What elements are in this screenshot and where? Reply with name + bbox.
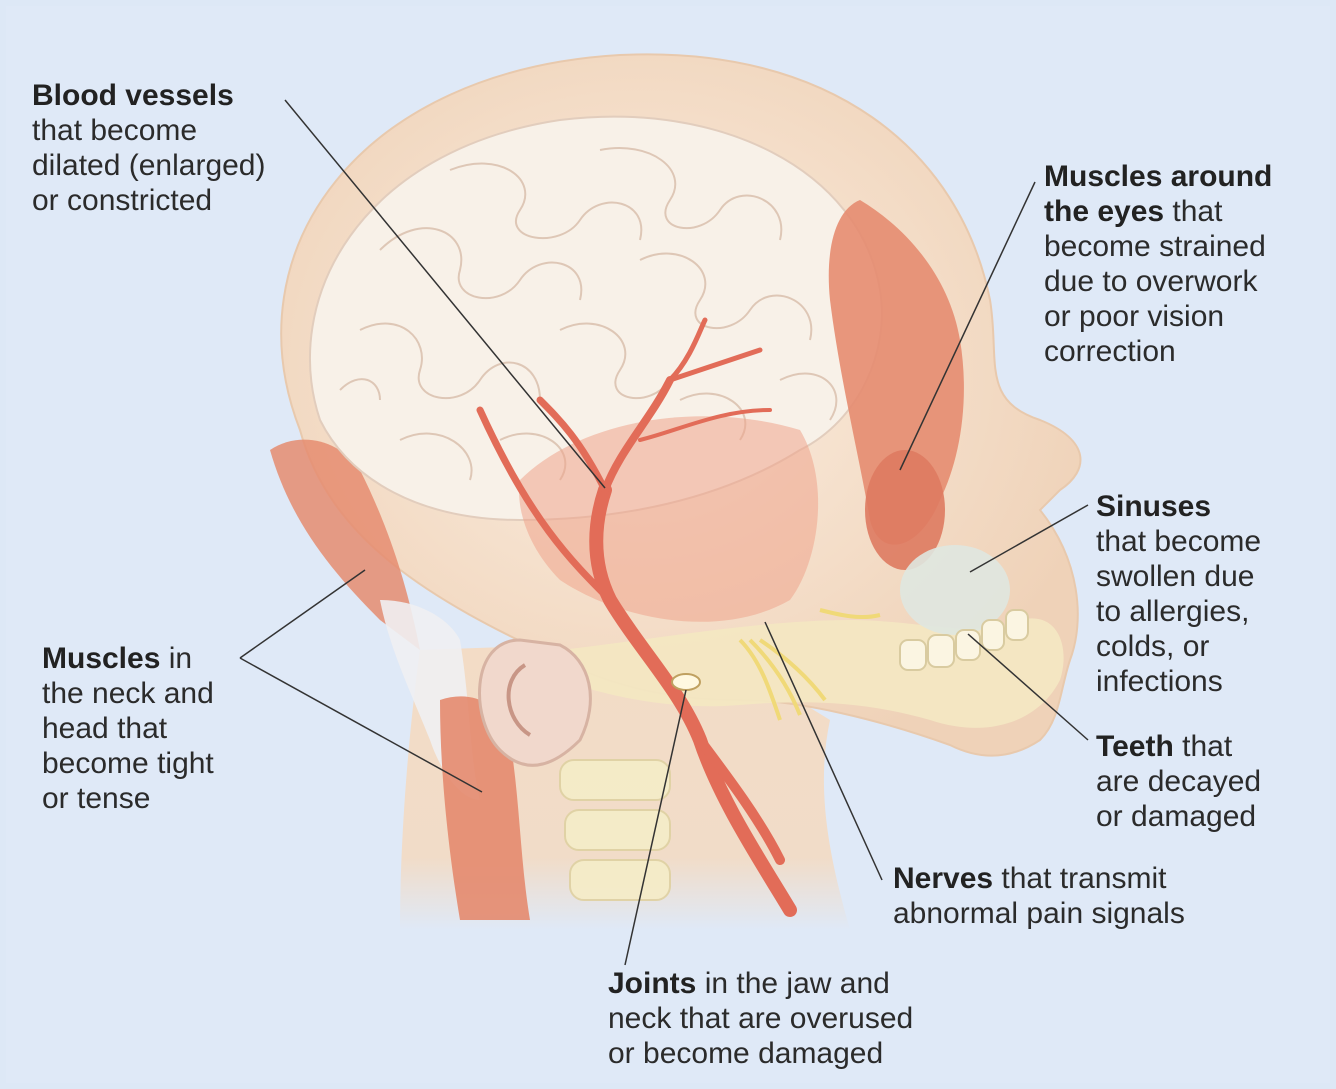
label-joints-title: Joints bbox=[608, 967, 696, 1000]
label-line: colds, or bbox=[1096, 630, 1209, 663]
label-line: abnormal pain signals bbox=[893, 897, 1185, 930]
label-line: or damaged bbox=[1096, 800, 1256, 833]
label-line: the neck and bbox=[42, 677, 214, 710]
label-teeth-title: Teeth bbox=[1096, 730, 1174, 763]
label-line: or become damaged bbox=[608, 1037, 883, 1070]
label-line: swollen due bbox=[1096, 560, 1254, 593]
label-line: that bbox=[1164, 195, 1222, 228]
label-line: dilated (enlarged) bbox=[32, 149, 265, 182]
ear bbox=[480, 640, 591, 765]
label-line: or constricted bbox=[32, 184, 212, 217]
label-line: that transmit bbox=[993, 862, 1166, 895]
cervical-spine bbox=[560, 760, 670, 900]
label-neck-muscles-title: Muscles bbox=[42, 642, 160, 675]
label-line: become strained bbox=[1044, 230, 1266, 263]
label-line: head that bbox=[42, 712, 167, 745]
label-blood-vessels-title: Blood vessels bbox=[32, 79, 234, 112]
label-neck-muscles: Muscles in the neck and head that become… bbox=[42, 641, 214, 816]
label-sinuses: Sinuses that become swollen due to aller… bbox=[1096, 489, 1261, 699]
label-line: that become bbox=[32, 114, 197, 147]
label-line: that bbox=[1174, 730, 1232, 763]
label-line: that become bbox=[1096, 525, 1261, 558]
label-sinuses-title: Sinuses bbox=[1096, 490, 1211, 523]
label-joints: Joints in the jaw and neck that are over… bbox=[608, 966, 913, 1071]
label-nerves-title: Nerves bbox=[893, 862, 993, 895]
label-blood-vessels: Blood vessels that become dilated (enlar… bbox=[32, 78, 265, 218]
label-eye-muscles-title-2: the eyes bbox=[1044, 195, 1164, 228]
label-line: due to overwork bbox=[1044, 265, 1257, 298]
label-nerves: Nerves that transmit abnormal pain signa… bbox=[893, 861, 1185, 931]
label-line: in the jaw and bbox=[696, 967, 889, 1000]
label-line: or poor vision bbox=[1044, 300, 1224, 333]
label-eye-muscles: Muscles around the eyes that become stra… bbox=[1044, 159, 1272, 369]
label-line: become tight bbox=[42, 747, 214, 780]
label-line: neck that are overused bbox=[608, 1002, 913, 1035]
label-line: to allergies, bbox=[1096, 595, 1249, 628]
label-line: correction bbox=[1044, 335, 1176, 368]
jaw-joint bbox=[672, 674, 700, 690]
label-eye-muscles-title: Muscles around bbox=[1044, 160, 1272, 193]
label-line: are decayed bbox=[1096, 765, 1261, 798]
label-teeth: Teeth that are decayed or damaged bbox=[1096, 729, 1261, 834]
label-line: in bbox=[160, 642, 192, 675]
leader-neck-upper bbox=[240, 570, 365, 658]
label-line: infections bbox=[1096, 665, 1223, 698]
label-line: or tense bbox=[42, 782, 150, 815]
